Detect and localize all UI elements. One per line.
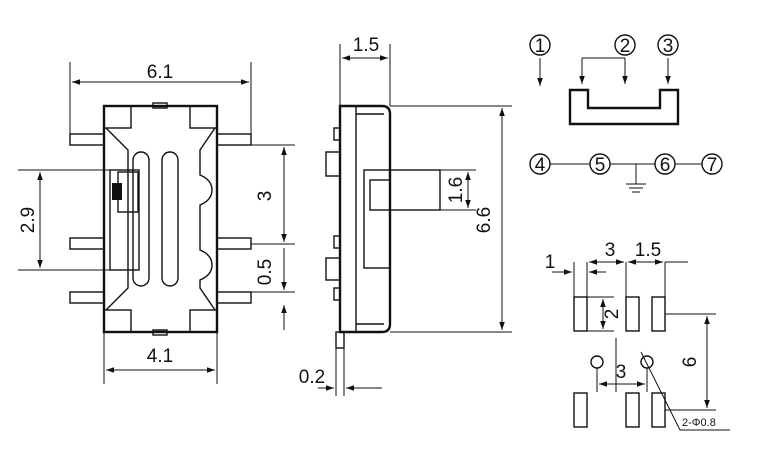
mount-hole-1 — [590, 355, 604, 369]
side-body-outline — [338, 104, 392, 334]
dim-pin-width-label: 0.5 — [255, 259, 276, 285]
dim-row-spacing-label: 6 — [680, 357, 701, 368]
terminal-4-label: 4 — [535, 155, 546, 176]
pin-left-3 — [69, 291, 105, 304]
pin-right-3 — [216, 291, 252, 304]
pin-right-1 — [216, 133, 252, 146]
dim-bottom-width-label: 4.1 — [147, 346, 173, 367]
terminal-2-circle — [614, 34, 636, 56]
schematic: 1 2 3 4 5 6 7 — [529, 34, 723, 193]
terminal-3-circle — [657, 34, 679, 56]
terminal-2-label: 2 — [620, 36, 631, 57]
terminal-5-label: 5 — [595, 155, 606, 176]
hole-note-label: 2-Φ0.8 — [682, 417, 716, 429]
mount-hole-2 — [640, 355, 654, 369]
contact-bar — [568, 88, 680, 126]
terminal-3-label: 3 — [663, 36, 674, 57]
ground-icon — [626, 183, 646, 193]
terminal-1-circle — [529, 34, 551, 56]
switch-body-outline — [102, 104, 219, 334]
dim-left-height-label: 2.9 — [18, 207, 39, 233]
dim-offset-label: 1.5 — [635, 240, 661, 261]
dim-side-height-label: 6.6 — [474, 207, 495, 233]
terminal-7-label: 7 — [707, 155, 718, 176]
dim-pin-spacing-label: 3 — [255, 191, 276, 202]
dim-side-top-width-label: 1.5 — [353, 35, 379, 56]
pin-left-2 — [69, 237, 105, 250]
actuator-lever — [389, 169, 441, 211]
pad-top-1 — [573, 296, 588, 332]
dim-pitch-label: 3 — [605, 240, 616, 261]
pad-bottom-1 — [573, 392, 588, 428]
pin-left-1 — [69, 133, 105, 146]
dim-actuator-label: 1.6 — [446, 177, 467, 203]
terminal-1-label: 1 — [535, 36, 546, 57]
side-view: 1.5 6.6 1.6 0.2 — [299, 35, 512, 396]
pin-right-2 — [216, 237, 252, 250]
slider-knob — [109, 169, 140, 271]
dim-pad-width-label: 1 — [545, 252, 556, 273]
top-view: 6.1 4.1 2.9 3 0.5 — [18, 62, 295, 384]
slide-slot-right — [161, 151, 179, 287]
pad-top-3 — [651, 296, 666, 332]
pad-bottom-3 — [651, 392, 666, 428]
dim-width-label: 6.1 — [147, 62, 173, 83]
pad-bottom-2 — [625, 392, 640, 428]
pad-top-2 — [625, 296, 640, 332]
dim-pad-height-label: 2 — [602, 309, 623, 320]
pcb-layout: 1 3 1.5 2 3 6 2-Φ0.8 — [545, 240, 730, 431]
slide-slot-left — [132, 151, 150, 287]
terminal-6-label: 6 — [660, 155, 671, 176]
dim-hole-spacing-label: 3 — [616, 362, 627, 383]
dim-bottom-thickness-label: 0.2 — [299, 367, 325, 388]
